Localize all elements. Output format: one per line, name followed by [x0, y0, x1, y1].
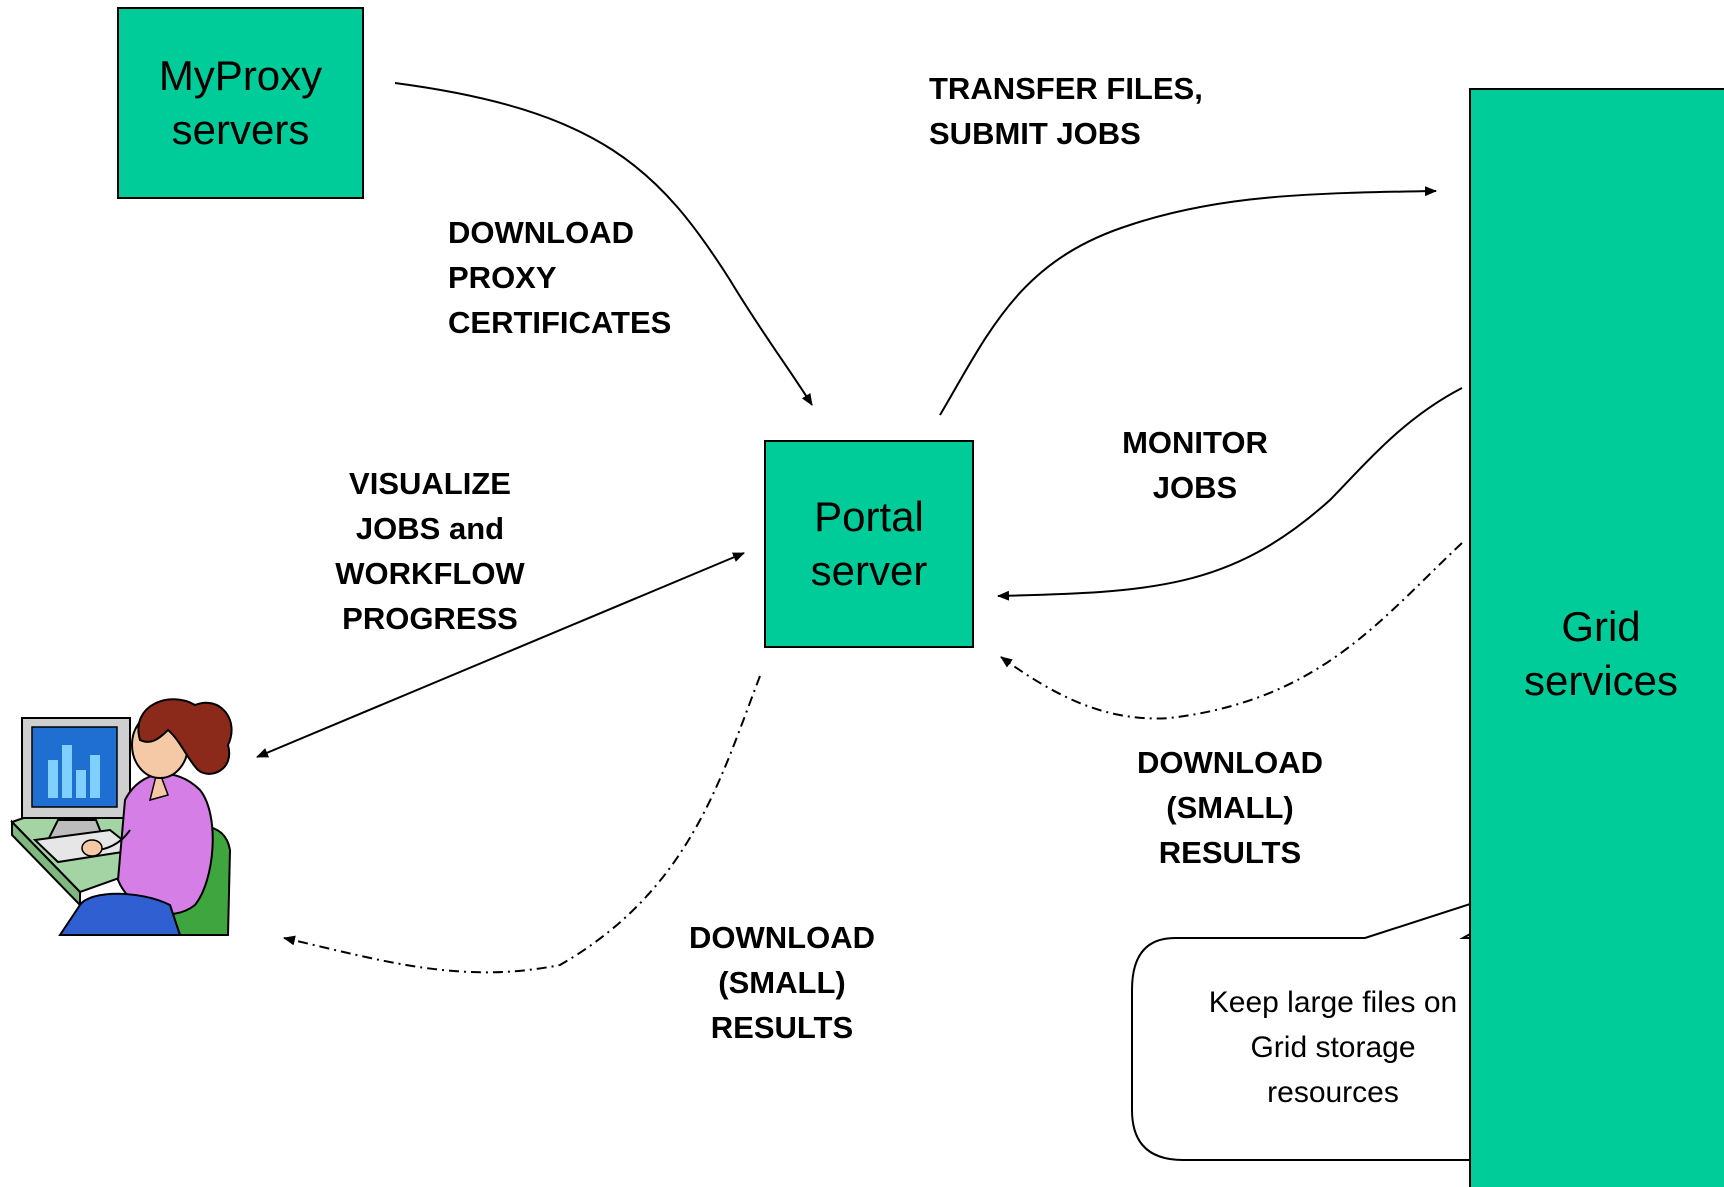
edge-portal-user-visualize — [256, 552, 745, 758]
myproxy-label-line1: MyProxy — [158, 52, 323, 99]
label-dl-right-line1: DOWNLOAD — [1137, 745, 1323, 780]
label-visualize-line3: WORKFLOW — [335, 556, 525, 591]
label-transfer-line1: TRANSFER FILES, — [929, 71, 1203, 106]
label-visualize-line4: PROGRESS — [342, 601, 518, 636]
label-dl-right-line3: RESULTS — [1158, 835, 1302, 870]
callout-line2: Grid storage — [1250, 1031, 1416, 1064]
label-dl-right-line2: (SMALL) — [1166, 790, 1294, 825]
label-monitor: MONITOR JOBS — [1095, 420, 1295, 510]
portal-label-line2: server — [810, 547, 928, 594]
callout-note: Keep large files on Grid storage resourc… — [1133, 980, 1533, 1115]
label-download-results-right: DOWNLOAD (SMALL) RESULTS — [1080, 740, 1380, 875]
portal-server-node: Portal server — [764, 440, 974, 648]
label-dl-bottom-line3: RESULTS — [710, 1010, 854, 1045]
user-at-computer-icon — [10, 698, 233, 936]
label-transfer-line2: SUBMIT JOBS — [929, 116, 1141, 151]
label-transfer-submit: TRANSFER FILES, SUBMIT JOBS — [929, 66, 1203, 156]
edge-grid-to-portal-download — [1000, 542, 1463, 720]
label-download-results-bottom: DOWNLOAD (SMALL) RESULTS — [632, 915, 932, 1050]
label-dl-bottom-line1: DOWNLOAD — [689, 920, 875, 955]
myproxy-servers-node: MyProxy servers — [117, 7, 364, 199]
label-download-proxy: DOWNLOAD PROXY CERTIFICATES — [448, 210, 671, 345]
label-visualize-line2: JOBS and — [355, 511, 505, 546]
edge-portal-to-user-download — [283, 675, 761, 974]
edge-myproxy-to-portal — [394, 82, 813, 406]
label-dl-bottom-line2: (SMALL) — [718, 965, 846, 1000]
callout-line3: resources — [1267, 1076, 1399, 1109]
edge-grid-to-portal-monitor — [997, 387, 1463, 601]
grid-label-line2: services — [1523, 657, 1679, 704]
myproxy-label-line2: servers — [171, 106, 310, 153]
edge-portal-to-grid — [939, 186, 1437, 416]
label-monitor-line1: MONITOR — [1122, 425, 1268, 460]
label-visualize-line1: VISUALIZE — [349, 466, 511, 501]
callout-line1: Keep large files on — [1208, 986, 1458, 1019]
grid-label-line1: Grid — [1561, 603, 1641, 650]
label-download-proxy-line2: PROXY — [448, 260, 557, 295]
label-monitor-line2: JOBS — [1152, 470, 1238, 505]
portal-label-line1: Portal — [814, 493, 924, 540]
label-download-proxy-line3: CERTIFICATES — [448, 305, 672, 340]
label-visualize: VISUALIZE JOBS and WORKFLOW PROGRESS — [280, 461, 580, 641]
label-download-proxy-line1: DOWNLOAD — [448, 215, 634, 250]
grid-services-node: Grid services — [1469, 88, 1724, 1187]
